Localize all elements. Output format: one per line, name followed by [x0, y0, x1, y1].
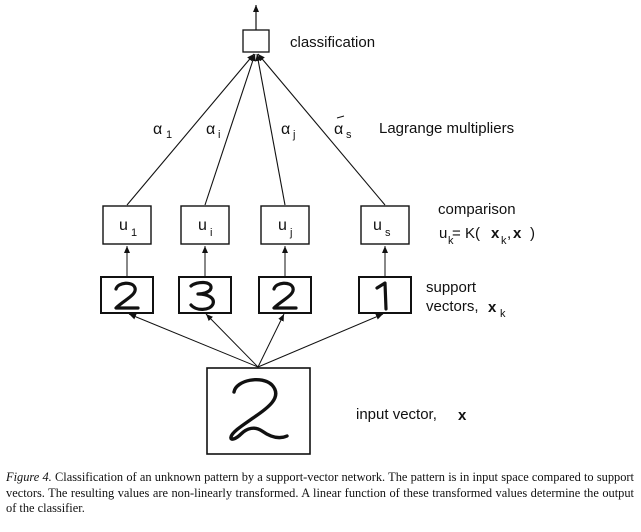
- svg-text:u: u: [439, 225, 447, 242]
- svg-text:u: u: [119, 217, 128, 234]
- input-vector-digit: [229, 377, 289, 441]
- svg-text:k: k: [500, 308, 506, 320]
- svg-text:K(: K(: [465, 225, 480, 242]
- svg-text:s: s: [385, 227, 391, 239]
- kernel-formula: u k = K( x k , x ): [439, 225, 535, 247]
- support-vector-digit-i: [189, 280, 215, 311]
- support-vector-node-s: [358, 276, 412, 314]
- support-vector-digit-s: [375, 281, 388, 311]
- svg-text:α: α: [334, 121, 343, 138]
- comparison-node-j: u j: [260, 205, 310, 245]
- support-vector-digit-1: [114, 281, 140, 310]
- svg-text:,: ,: [507, 225, 511, 242]
- caption-text: Classification of an unknown pattern by …: [6, 470, 634, 515]
- support-symbol: x k: [488, 299, 506, 320]
- svg-text:k: k: [501, 235, 507, 247]
- svg-text:α: α: [153, 121, 162, 138]
- input-symbol: x: [458, 407, 467, 424]
- multiplier-alpha-j: α j: [281, 121, 295, 141]
- weights-label: Lagrange multipliers: [379, 120, 514, 137]
- figure-caption: Figure 4. Classification of an unknown p…: [6, 470, 634, 517]
- comparison-node-i: u i: [180, 205, 230, 245]
- comparison-label: comparison: [438, 201, 516, 218]
- svm-network-diagram: classification α 1 α i α j α s Lagrange …: [100, 5, 535, 455]
- svg-text:1: 1: [166, 129, 172, 141]
- svg-text:u: u: [198, 217, 207, 234]
- svg-text:j: j: [289, 227, 292, 239]
- multiplier-alpha-s: α s: [334, 115, 352, 141]
- svg-text:u: u: [373, 217, 382, 234]
- support-vector-digit-j: [272, 281, 298, 310]
- input-arrow-2: [205, 313, 259, 368]
- svg-text:k: k: [448, 235, 454, 247]
- weight-line-i: [204, 53, 256, 206]
- multiplier-alpha-1: α 1: [153, 121, 172, 141]
- input-label: input vector,: [356, 406, 437, 423]
- output-label: classification: [290, 34, 375, 51]
- support-label-line1: support: [426, 279, 477, 296]
- input-arrow-4: [257, 313, 384, 368]
- support-label-line2: vectors,: [426, 298, 479, 315]
- svg-text:j: j: [292, 129, 295, 141]
- support-vector-node-j: [258, 276, 312, 314]
- comparison-node-1: u 1: [102, 205, 152, 245]
- svg-text:α: α: [206, 121, 215, 138]
- input-arrow-3: [257, 313, 285, 368]
- svg-text:u: u: [278, 217, 287, 234]
- multiplier-alpha-i: α i: [206, 121, 220, 141]
- svg-text:i: i: [218, 129, 220, 141]
- svg-text:x: x: [513, 225, 522, 242]
- figure-label: Figure 4.: [6, 470, 52, 484]
- svg-text:1: 1: [131, 227, 137, 239]
- svg-text:x: x: [491, 225, 500, 242]
- svg-text:=: =: [452, 225, 461, 242]
- svg-text:): ): [530, 225, 535, 242]
- svg-text:s: s: [346, 129, 352, 141]
- svg-text:α: α: [281, 121, 290, 138]
- comparison-node-s: u s: [360, 205, 410, 245]
- support-vector-node-1: [100, 276, 154, 314]
- weight-line-s: [257, 53, 386, 206]
- support-vector-node-i: [178, 276, 232, 314]
- output-node: [242, 29, 270, 53]
- input-vector-node: [206, 367, 311, 455]
- weight-line-j: [255, 53, 286, 206]
- weight-line-1: [126, 53, 255, 206]
- svg-text:i: i: [210, 227, 212, 239]
- input-arrow-1: [128, 313, 259, 368]
- svg-text:x: x: [488, 299, 497, 316]
